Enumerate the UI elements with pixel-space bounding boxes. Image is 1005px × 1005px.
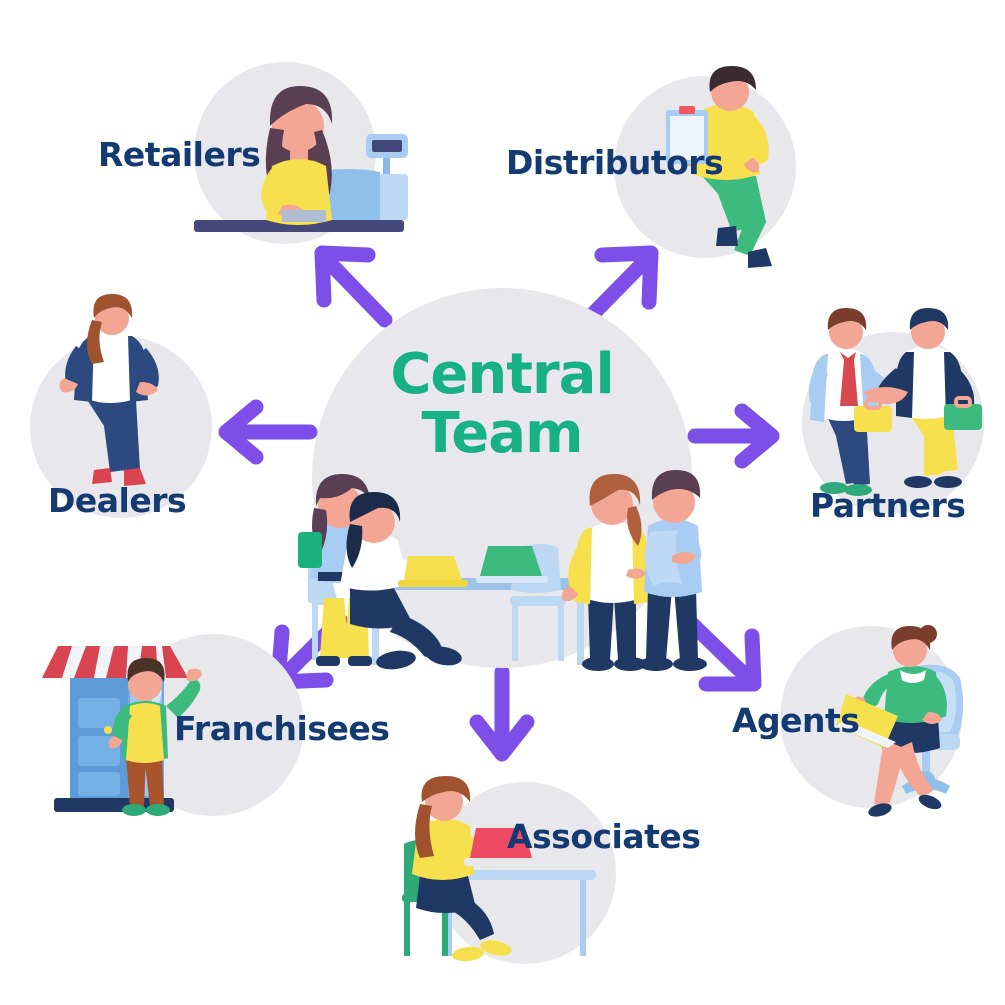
person-franchisee (108, 658, 202, 816)
person-seated-desk (340, 492, 468, 670)
center-node-central-team[interactable]: Central Team (298, 288, 707, 671)
shopfront-illustration (40, 646, 202, 816)
laptop-green (476, 546, 548, 583)
person-standing-right-man (639, 470, 707, 671)
businesswoman-illustration (59, 294, 159, 486)
arrow-to-agents (680, 612, 762, 692)
label-partners: Partners (810, 486, 966, 525)
clipboard-man-illustration (666, 66, 772, 268)
arrow-to-partners (687, 403, 780, 469)
node-associates[interactable]: Associates (390, 770, 710, 990)
label-franchisees: Franchisees (174, 709, 390, 748)
woman-desk-laptop-illustration (402, 776, 596, 962)
label-agents: Agents (732, 701, 860, 740)
node-retailers[interactable]: Retailers (98, 62, 416, 252)
woman-laptop-chair-illustration (836, 625, 964, 817)
arrow-to-retailers (314, 245, 393, 328)
label-retailers: Retailers (98, 135, 261, 174)
cashier-illustration (194, 86, 408, 232)
person-standing-right-woman (561, 474, 652, 671)
arrow-to-distributors (577, 245, 659, 330)
label-dealers: Dealers (48, 481, 187, 520)
team-meeting-illustration (298, 470, 707, 671)
node-dealers[interactable]: Dealers (30, 292, 230, 522)
node-partners[interactable]: Partners (790, 292, 1005, 522)
label-associates: Associates (507, 817, 701, 856)
label-distributors: Distributors (506, 143, 724, 182)
node-agents[interactable]: Agents (732, 612, 990, 822)
arrow-to-dealers (218, 399, 318, 465)
node-distributors[interactable]: Distributors (506, 66, 820, 276)
center-label: Central Team (390, 342, 614, 466)
arrow-to-associates (469, 664, 535, 762)
handshake-illustration (808, 308, 982, 496)
node-franchisees[interactable]: Franchisees (40, 618, 404, 838)
